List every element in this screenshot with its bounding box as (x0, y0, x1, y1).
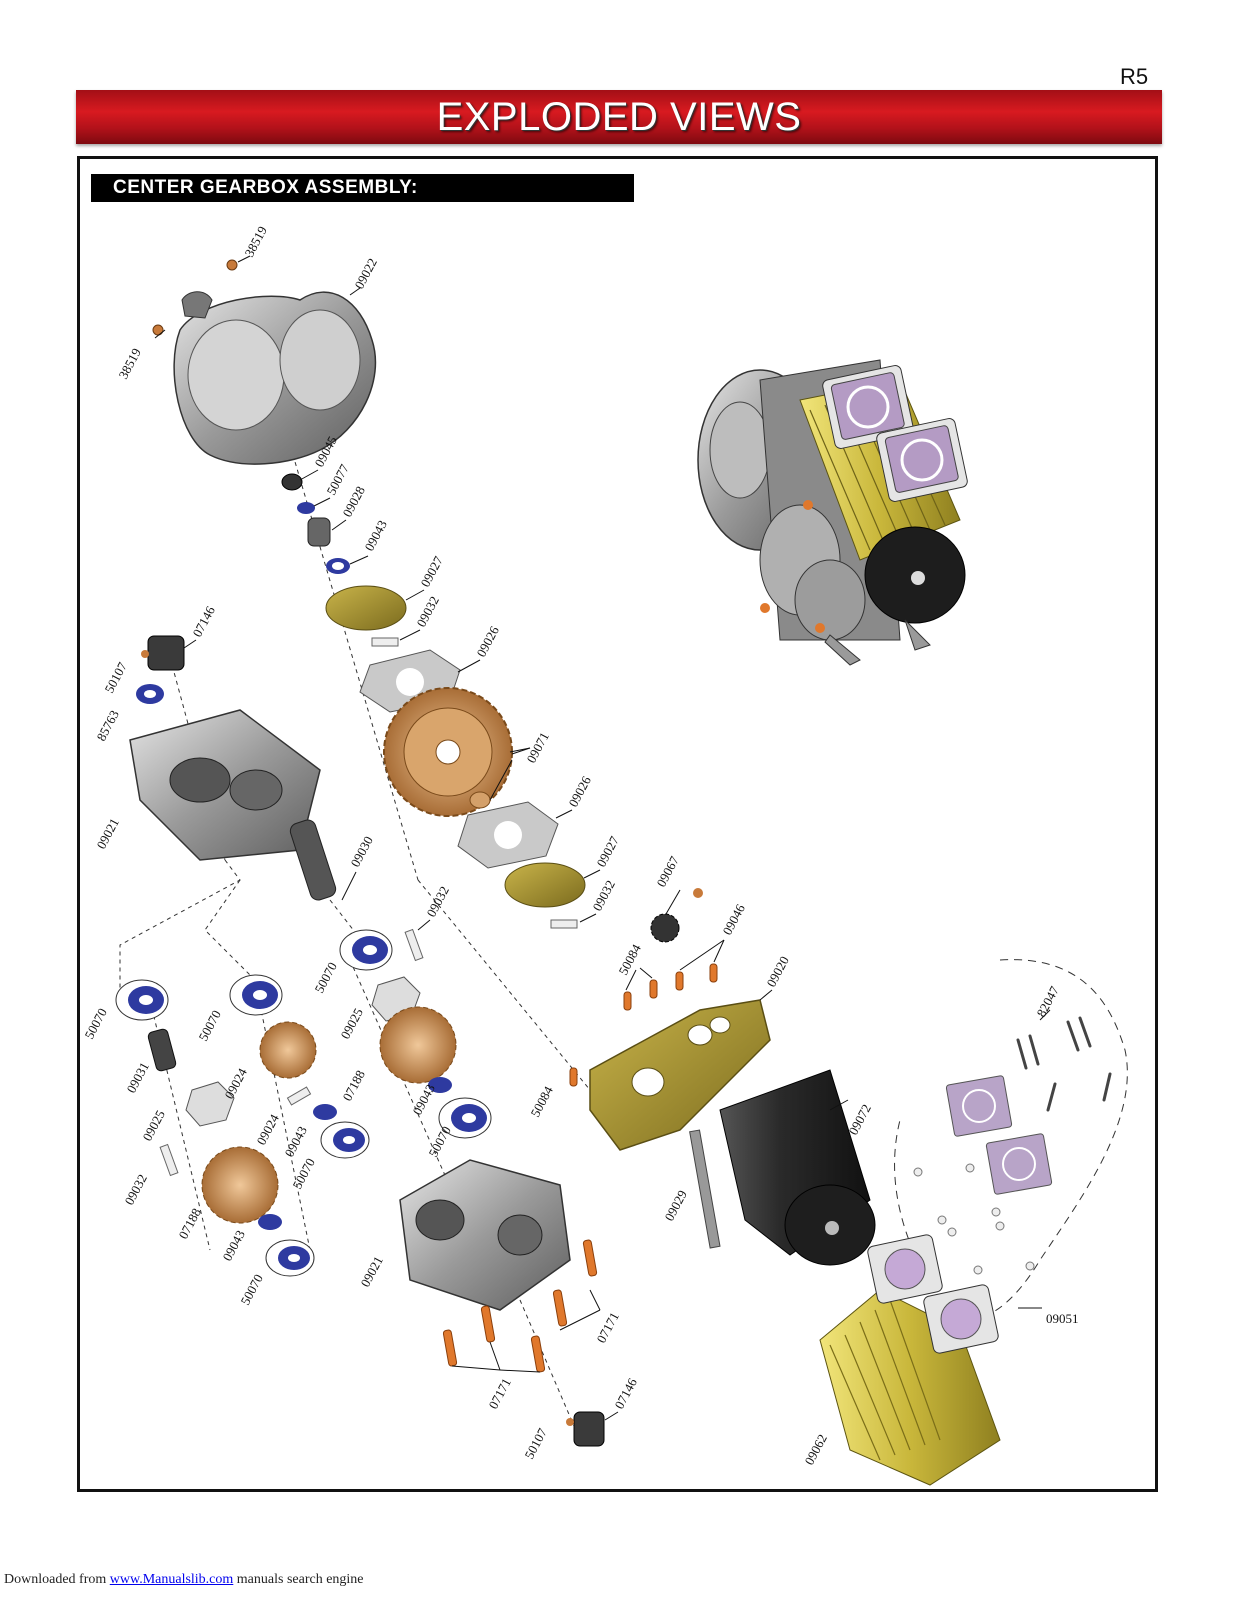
part-label: 50070 (311, 960, 340, 996)
manualslib-link[interactable]: www.Manualslib.com (109, 1572, 234, 1587)
part-label: 07171 (593, 1310, 622, 1346)
part-label: 07146 (611, 1375, 640, 1411)
part-label: 09027 (417, 553, 446, 589)
part-label: 09021 (93, 816, 122, 852)
part-label: 50084 (615, 941, 644, 977)
part-label: 09032 (121, 1172, 150, 1208)
footer-prefix: Downloaded from (4, 1572, 110, 1587)
part-label: 85763 (93, 708, 122, 744)
part-label: 09051 (1046, 1311, 1079, 1326)
gearbox-case-09021-upper (129, 635, 337, 901)
part-label: 09022 (351, 256, 380, 292)
page-number: R5 (1120, 64, 1149, 89)
heatsink-fan-assembly (819, 1016, 1112, 1486)
motor-09072 (689, 1069, 876, 1266)
part-label: 50070 (289, 1156, 318, 1192)
footer-suffix: manuals search engine (233, 1572, 364, 1587)
lower-left-parts (115, 928, 492, 1277)
part-label: 09032 (423, 884, 452, 920)
center-stack-parts (281, 473, 586, 929)
assembly-guide-lines (119, 369, 1128, 1441)
part-label: 09043 (409, 1082, 438, 1118)
part-label: 09032 (413, 594, 442, 630)
part-label: 07171 (485, 1376, 514, 1412)
part-label: 09025 (337, 1006, 366, 1042)
part-label: 09028 (339, 484, 368, 520)
part-label: 09067 (653, 853, 682, 889)
part-label: 82047 (1033, 983, 1062, 1019)
section-title: CENTER GEARBOX ASSEMBLY: (91, 174, 634, 202)
part-label: 50070 (195, 1008, 224, 1044)
page-title: EXPLODED VIEWS (436, 95, 802, 139)
diagram-frame (77, 156, 1158, 1492)
part-label: 50070 (81, 1006, 110, 1042)
gearbox-cover-09022 (152, 259, 377, 465)
motor-plate-09020 (569, 888, 771, 1151)
part-label: 09020 (763, 954, 792, 990)
assembled-gearbox-illustration (697, 359, 968, 666)
part-label: 07146 (189, 603, 218, 639)
part-label: 09062 (801, 1432, 830, 1468)
part-label: 09032 (589, 878, 618, 914)
gearbox-case-09021-lower (399, 1159, 605, 1447)
part-label: 09072 (845, 1102, 874, 1138)
part-label: 09030 (347, 834, 376, 870)
part-label: 09025 (139, 1108, 168, 1144)
part-label: 09021 (357, 1254, 386, 1290)
part-label: 50084 (527, 1083, 556, 1119)
footer: Downloaded from www.Manualslib.com manua… (4, 1572, 364, 1588)
part-label: 50107 (521, 1425, 550, 1461)
part-label: 07188 (175, 1206, 204, 1242)
part-label: 09029 (661, 1188, 690, 1224)
part-label: 09043 (361, 518, 390, 554)
part-label: 09026 (473, 623, 502, 659)
header-banner: EXPLODED VIEWS (76, 90, 1162, 144)
part-label: 50107 (101, 659, 130, 695)
part-label: 09043 (219, 1228, 248, 1264)
part-label: 09046 (719, 901, 748, 937)
part-label: 50077 (323, 461, 352, 497)
part-label: 09027 (593, 833, 622, 869)
part-label: 09071 (523, 730, 552, 766)
part-label: 50070 (237, 1272, 266, 1308)
part-label: 09024 (221, 1065, 250, 1101)
part-label: 38519 (115, 346, 144, 382)
part-label: 07188 (339, 1068, 368, 1104)
part-label: 09024 (253, 1111, 282, 1147)
part-label: 09026 (565, 773, 594, 809)
part-label: 50070 (425, 1124, 454, 1160)
label-leader-lines (154, 255, 1051, 1421)
part-label: 09031 (123, 1060, 152, 1096)
part-label: 38519 (241, 224, 270, 260)
